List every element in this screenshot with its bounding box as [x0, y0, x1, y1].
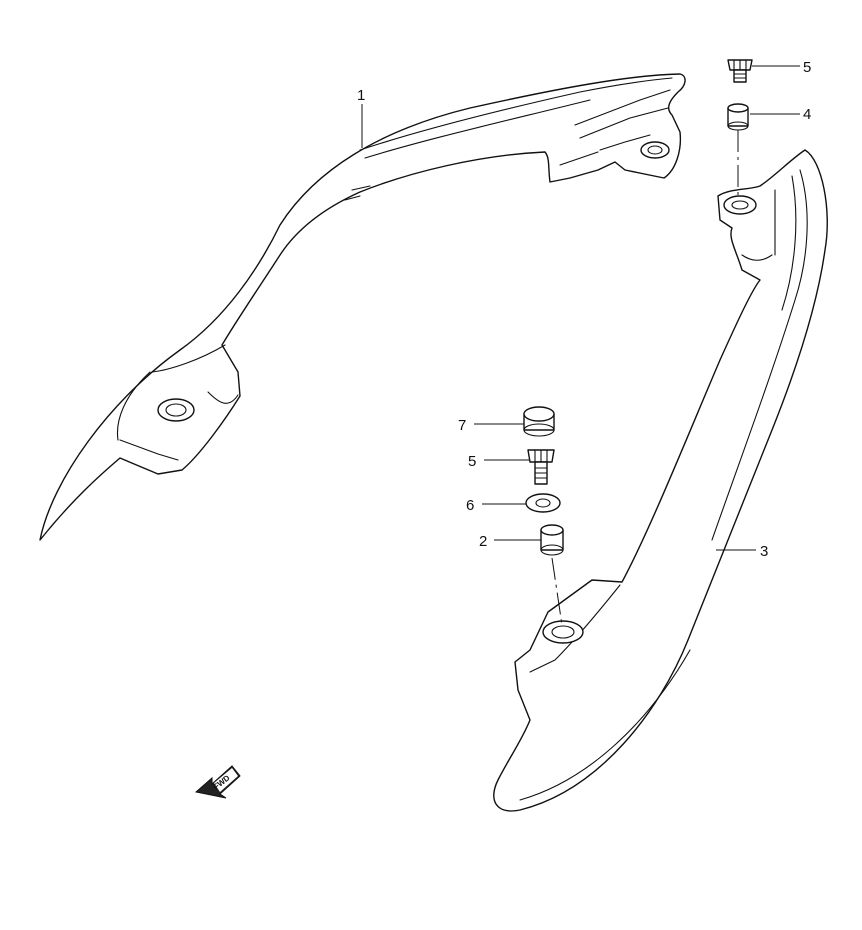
cap	[523, 406, 555, 437]
callout-1: 1	[357, 87, 365, 104]
bolt-upper	[727, 59, 753, 83]
callout-5-top: 5	[803, 59, 811, 76]
collar-lower	[540, 524, 564, 556]
left-grab-rail	[39, 73, 686, 541]
callout-4: 4	[803, 106, 811, 123]
washer	[525, 493, 561, 513]
callout-6: 6	[466, 497, 474, 514]
callout-3: 3	[760, 543, 768, 560]
fwd-marker: FWD	[194, 765, 241, 799]
callout-5-mid: 5	[468, 453, 476, 470]
assembly-axis-lower	[551, 557, 563, 626]
bolt-lower	[527, 449, 555, 485]
callout-2: 2	[479, 533, 487, 550]
collar-upper	[727, 103, 749, 131]
callout-7: 7	[458, 417, 466, 434]
right-grab-rail	[493, 149, 828, 812]
